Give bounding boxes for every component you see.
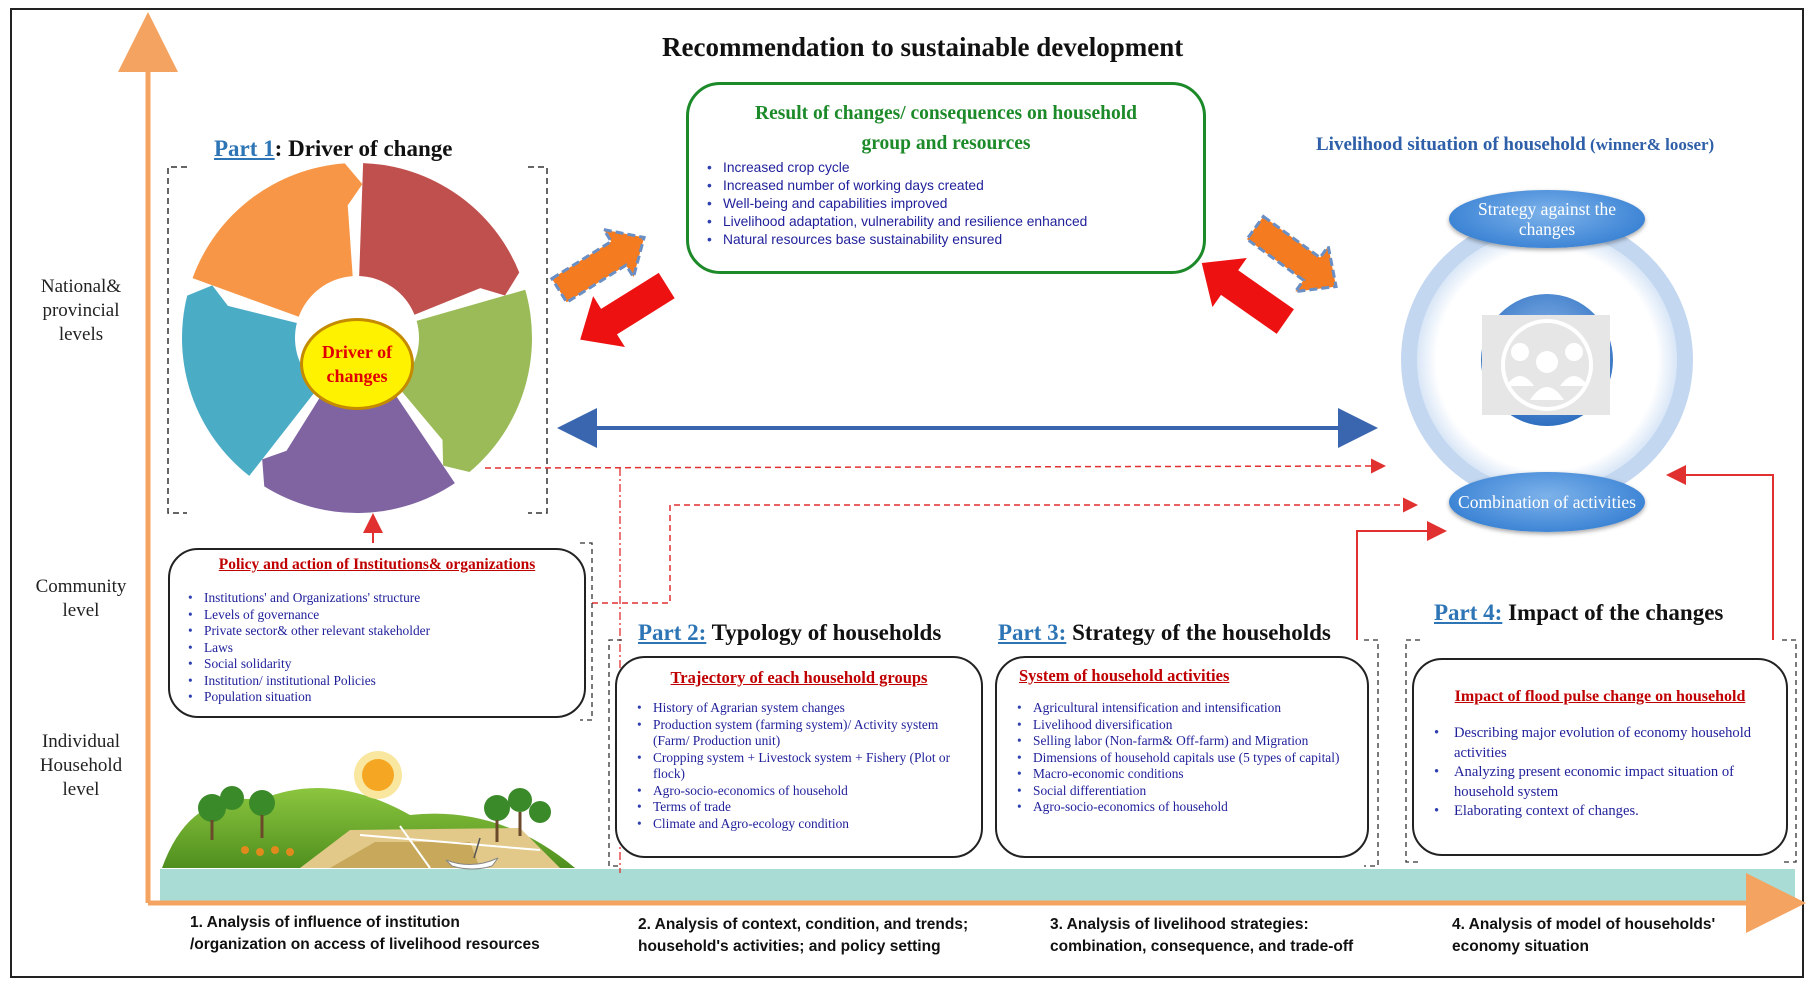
list-item: Livelihood diversification	[1013, 717, 1343, 734]
red-arrow-right	[1201, 257, 1294, 334]
list-item: Social differentiation	[1013, 783, 1343, 800]
list-item: Describing major evolution of economy ho…	[1428, 724, 1758, 763]
orange-arrow-left	[549, 227, 646, 305]
policy-title: Policy and action of Institutions& organ…	[218, 556, 536, 573]
bottom-label-1: 1. Analysis of influence of institution …	[190, 914, 540, 953]
part4-title: Impact of the changes	[1502, 600, 1724, 625]
list-item: Institutions' and Organizations' structu…	[184, 590, 584, 607]
list-item: Elaborating context of changes.	[1428, 802, 1758, 822]
part4-bracket-left	[1405, 639, 1420, 863]
list-item: Climate and Agro-ecology condition	[633, 816, 953, 833]
pie-segment-teal	[182, 285, 319, 476]
impact-box: Impact of flood pulse change on househol…	[1412, 658, 1788, 856]
driver-to-combination-arrow	[484, 458, 1386, 474]
typology-title: Trajectory of each household groups	[670, 668, 928, 687]
part3-title: Strategy of the households	[1066, 620, 1331, 645]
strategy-title: System of household activities	[1019, 666, 1230, 685]
list-item: Macro-economic conditions	[1013, 766, 1343, 783]
part1-label: Part 1: Driver of change	[214, 136, 452, 162]
impact-list: Describing major evolution of economy ho…	[1428, 724, 1758, 822]
list-item: Natural resources base sustainability en…	[703, 231, 1203, 249]
sun-icon	[354, 751, 402, 799]
part3-bracket-right	[1364, 639, 1379, 867]
list-item: History of Agrarian system changes	[633, 700, 953, 717]
strategy-ellipse: Strategy against the changes	[1449, 190, 1645, 248]
results-title-line1: Result of changes/ consequences on house…	[755, 103, 1137, 124]
results-title-line2: group and resources	[861, 133, 1031, 154]
timeline-band	[160, 869, 1795, 901]
list-item: Population situation	[184, 689, 584, 706]
part4-number: Part 4:	[1434, 600, 1503, 625]
bottom-label-2: 2. Analysis of context, condition, and t…	[638, 916, 969, 955]
part2-bracket-left	[608, 639, 622, 867]
results-box: Result of changes/ consequences on house…	[686, 82, 1206, 274]
livelihood-title-suffix: (winner& looser)	[1585, 135, 1715, 154]
results-list: Increased crop cycle Increased number of…	[703, 159, 1203, 249]
diagram-title: Recommendation to sustainable developmen…	[662, 32, 1184, 62]
strategy-to-combination-arrow	[1356, 521, 1447, 640]
list-item: Production system (farming system)/ Acti…	[633, 717, 953, 750]
outer-frame	[10, 8, 1804, 978]
strategy-box: System of household activities Agricultu…	[995, 656, 1369, 858]
list-item: Analyzing present economic impact situat…	[1428, 763, 1758, 802]
driver-of-changes-center: Driver of changes	[300, 318, 414, 410]
list-item: Agro-socio-economics of household	[1013, 799, 1343, 816]
part2-number: Part 2:	[638, 620, 707, 645]
list-item: Livelihood adaptation, vulnerability and…	[703, 213, 1203, 231]
list-item: Dimensions of household capitals use (5 …	[1013, 750, 1343, 767]
policy-to-combination-arrow	[592, 497, 1418, 604]
livelihood-title-main: Livelihood situation of household	[1316, 134, 1586, 155]
part3-number: Part 3:	[998, 620, 1067, 645]
part3-label: Part 3: Strategy of the households	[998, 620, 1331, 646]
list-item: Well-being and capabilities improved	[703, 195, 1203, 213]
pie-segment-orange	[192, 163, 363, 317]
level-household: Individual Household level	[39, 731, 123, 800]
bottom-label-4: 4. Analysis of model of households' econ…	[1452, 916, 1716, 955]
fisherman-boat-icon	[445, 837, 499, 870]
part1-title: : Driver of change	[274, 136, 453, 161]
list-item: Agro-socio-economics of household	[633, 783, 953, 800]
list-item: Laws	[184, 640, 584, 657]
list-item: Agricultural intensification and intensi…	[1013, 700, 1343, 717]
strategy-list: Agricultural intensification and intensi…	[1013, 700, 1343, 816]
list-item: Increased crop cycle	[703, 159, 1203, 177]
driver-pie	[182, 163, 532, 513]
typology-box: Trajectory of each household groups Hist…	[615, 656, 983, 858]
part1-bracket-left	[167, 166, 187, 514]
level-national: National& provincial levels	[40, 276, 122, 345]
list-item: Institution/ institutional Policies	[184, 673, 584, 690]
list-item: Levels of governance	[184, 607, 584, 624]
list-item: Cropping system + Livestock system + Fis…	[633, 750, 953, 783]
part4-label: Part 4: Impact of the changes	[1434, 600, 1723, 626]
orange-arrow-right	[1244, 214, 1338, 294]
policy-list: Institutions' and Organizations' structu…	[184, 590, 584, 706]
bottom-label-3: 3. Analysis of livelihood strategies: co…	[1050, 916, 1354, 955]
pie-segment-red	[359, 163, 520, 315]
list-item: Social solidarity	[184, 656, 584, 673]
policy-bracket-right	[580, 542, 593, 721]
part1-number: Part 1	[214, 136, 275, 161]
level-community: Community level	[35, 576, 127, 621]
people-icon	[1501, 319, 1593, 411]
pie-segment-green	[396, 289, 532, 473]
impact-to-combination-arrow	[1666, 465, 1774, 640]
list-item: Increased number of working days created	[703, 177, 1203, 195]
combination-ellipse: Combination of activities	[1449, 472, 1645, 532]
part1-bracket-right	[528, 166, 548, 514]
landscape-illustration	[162, 786, 575, 869]
list-item: Private sector& other relevant stakehold…	[184, 623, 584, 640]
livelihood-title: Livelihood situation of household (winne…	[1316, 134, 1714, 156]
typology-list: History of Agrarian system changes Produ…	[633, 700, 953, 832]
part2-title: Typology of households	[706, 620, 942, 645]
list-item: Selling labor (Non-farm& Off-farm) and M…	[1013, 733, 1343, 750]
policy-box: Policy and action of Institutions& organ…	[168, 548, 586, 718]
part2-label: Part 2: Typology of households	[638, 620, 941, 646]
red-arrow-left	[580, 272, 675, 348]
list-item: Terms of trade	[633, 799, 953, 816]
part4-bracket-right	[1782, 639, 1797, 863]
impact-title: Impact of flood pulse change on househol…	[1454, 688, 1746, 705]
pie-segment-purple	[262, 389, 455, 513]
